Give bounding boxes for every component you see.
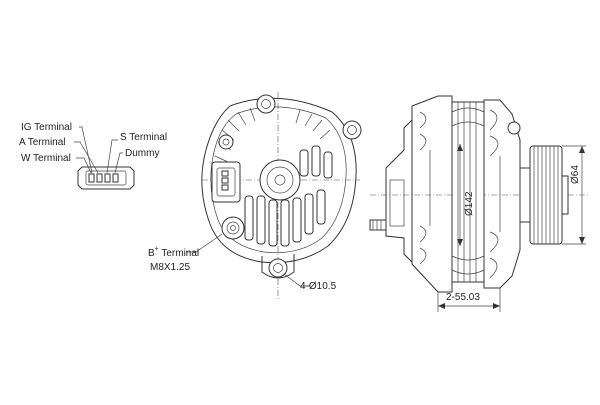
diameter-64-dimension: Ø64 <box>570 165 581 184</box>
holes-dimension: 4-Ø10.5 <box>300 281 337 292</box>
s-terminal-label: S Terminal <box>120 132 167 143</box>
b-terminal-label: B+ Terminal <box>148 246 199 259</box>
b-thread-label: M8X1.25 <box>150 262 190 273</box>
w-terminal-label: W Terminal <box>21 153 71 164</box>
connector-detail <box>74 126 135 190</box>
ig-terminal-label: IG Terminal <box>21 122 72 133</box>
diameter-142-dimension: Ø142 <box>464 191 475 216</box>
a-terminal-label: A Terminal <box>19 137 66 148</box>
length-dimension: 2-55.03 <box>446 292 480 303</box>
rear-view <box>186 92 362 300</box>
dummy-label: Dummy <box>125 148 159 159</box>
side-view <box>369 95 590 312</box>
